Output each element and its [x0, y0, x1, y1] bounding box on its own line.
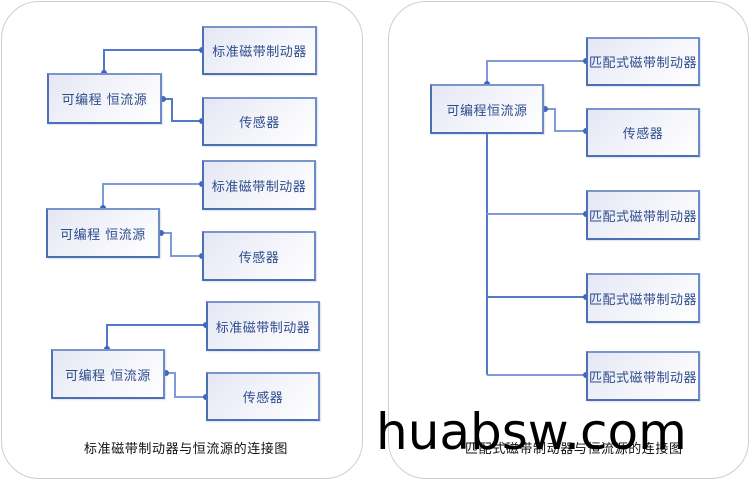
node-label: 可编程恒流源: [446, 103, 528, 119]
node-label: 标准磁带制动器: [211, 179, 307, 195]
programmable-current-source-node: 可编程 恒流源: [51, 349, 165, 399]
node-label: 标准磁带制动器: [215, 320, 311, 336]
node-label: 可编程 恒流源: [65, 368, 151, 384]
programmable-current-source-node: 可编程 恒流源: [46, 208, 160, 258]
node-label: 可编程 恒流源: [61, 93, 148, 108]
sensor-node: 传感器: [202, 231, 316, 281]
matched-tape-brake-node: 匹配式磁带制动器: [586, 190, 700, 240]
node-label: 传感器: [239, 116, 280, 131]
node-label: 传感器: [242, 391, 284, 406]
node-label: 匹配式磁带制动器: [588, 56, 697, 71]
node-label: 传感器: [238, 250, 280, 266]
standard-tape-brake-node: 标准磁带制动器: [206, 301, 320, 351]
node-label: 匹配式磁带制动器: [588, 370, 697, 386]
right-diagram-caption: 匹配式磁带制动器与恒流源的连接图: [465, 442, 683, 457]
node-label: 匹配式磁带制动器: [588, 292, 697, 308]
programmable-current-source-node: 可编程恒流源: [430, 84, 544, 134]
node-label: 传感器: [622, 127, 664, 142]
node-label: 可编程 恒流源: [60, 227, 146, 243]
watermark-text: huabsw.com: [376, 403, 687, 461]
standard-tape-brake-node: 标准磁带制动器: [202, 26, 317, 75]
sensor-node: 传感器: [206, 372, 320, 421]
node-label: 标准磁带制动器: [212, 45, 307, 60]
matched-tape-brake-node: 匹配式磁带制动器: [586, 273, 700, 323]
standard-tape-brake-node: 标准磁带制动器: [202, 160, 316, 210]
programmable-current-source-node: 可编程 恒流源: [47, 73, 162, 124]
matched-tape-brake-node: 匹配式磁带制动器: [586, 351, 700, 401]
sensor-node: 传感器: [202, 97, 317, 146]
matched-tape-brake-node: 匹配式磁带制动器: [586, 37, 700, 86]
node-label: 匹配式磁带制动器: [588, 209, 697, 225]
sensor-node: 传感器: [586, 108, 700, 157]
left-diagram-caption: 标准磁带制动器与恒流源的连接图: [84, 442, 289, 457]
